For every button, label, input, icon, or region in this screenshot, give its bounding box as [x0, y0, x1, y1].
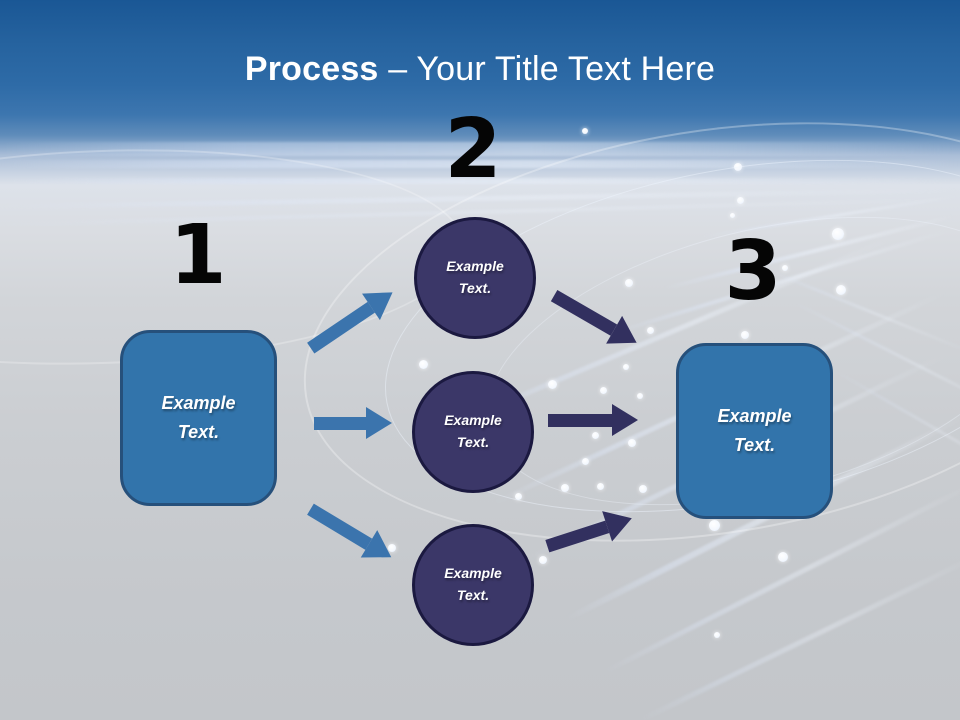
process-box-left: Example Text. [120, 330, 277, 506]
fiber-dot [708, 519, 720, 531]
process-box-left-label: Example Text. [161, 393, 236, 442]
fiber-dot [582, 128, 588, 134]
fiber-dot [539, 556, 547, 564]
arrow-right-down-icon [546, 281, 645, 357]
arrow-left-down-icon [302, 495, 400, 571]
fiber-dot [778, 552, 788, 562]
fiber-dot [832, 228, 844, 240]
title-keyword: Process [244, 50, 379, 88]
fiber-dot [628, 439, 636, 447]
process-circle-bottom: Example Text. [412, 524, 534, 646]
process-box-right-label: Example Text. [717, 406, 792, 455]
fiber-dot [418, 359, 428, 369]
step-number-2: 2 [444, 102, 502, 197]
title-subtitle: – Your Title Text Here [388, 50, 716, 88]
fiber-dot [625, 279, 633, 287]
fiber-dot [734, 163, 742, 171]
fiber-dot [714, 632, 720, 638]
arrow-head [366, 407, 392, 439]
fiber-dot [729, 212, 735, 218]
arrow-shaft [545, 520, 610, 552]
step-number-1: 1 [169, 208, 227, 303]
arrow-right-up-icon [542, 503, 637, 561]
arrow-shaft [551, 289, 618, 336]
arrow-right-middle-icon [548, 404, 638, 436]
process-box-right: Example Text. [676, 343, 833, 519]
process-circle-top-label: Example Text. [446, 258, 504, 296]
arrow-head [612, 404, 638, 436]
arrow-left-up-icon [302, 279, 402, 361]
arrow-shaft [306, 301, 375, 354]
process-circle-middle-label: Example Text. [444, 412, 502, 450]
arrow-shaft [307, 503, 373, 550]
fiber-dot [599, 386, 607, 394]
fiber-dot [639, 485, 647, 493]
process-circle-bottom-label: Example Text. [444, 565, 502, 603]
fiber-dot [637, 393, 643, 399]
fiber-dot [836, 285, 846, 295]
fiber-dot [547, 379, 557, 389]
process-circle-top: Example Text. [414, 217, 536, 339]
light-streak [835, 370, 960, 493]
fiber-dot [646, 326, 654, 334]
fiber-dot [561, 484, 569, 492]
arrow-head [602, 503, 637, 542]
light-streak [638, 551, 960, 720]
fiber-dot [514, 492, 522, 500]
fiber-dot [736, 196, 744, 204]
step-number-3: 3 [724, 224, 782, 319]
fiber-dot [741, 331, 749, 339]
arrow-shaft [314, 416, 366, 430]
fiber-dot [581, 457, 589, 465]
process-circle-middle: Example Text. [412, 371, 534, 493]
slide-title: Process – Your Title Text Here [0, 50, 960, 89]
arrow-shaft [548, 413, 612, 427]
arrow-left-middle-icon [314, 407, 392, 439]
fiber-dot [623, 364, 629, 370]
fiber-dot [596, 482, 604, 490]
